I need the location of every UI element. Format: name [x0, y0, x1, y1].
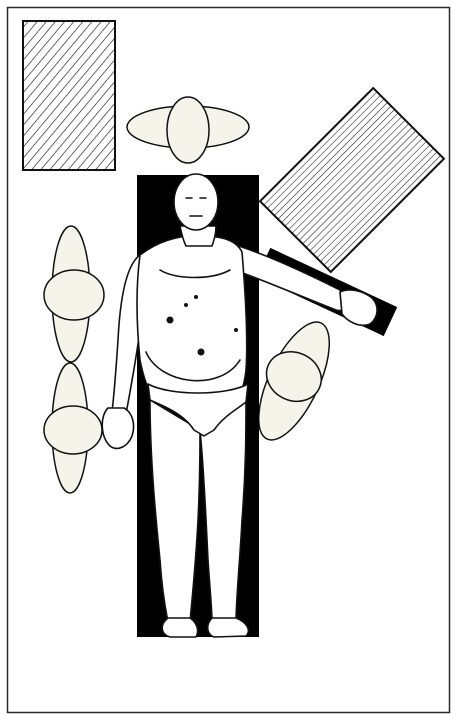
instrument-table-left: [23, 21, 115, 170]
port-site-5: [198, 349, 205, 356]
port-site-3: [194, 295, 198, 299]
patient-torso: [137, 236, 247, 404]
port-site-2: [184, 303, 188, 307]
patient-right-foot: [208, 618, 249, 637]
port-site-1: [167, 317, 174, 324]
patient-head: [174, 174, 218, 230]
patient-left-foot: [162, 618, 197, 637]
port-site-4: [234, 328, 238, 332]
patient-left-hand: [102, 408, 133, 448]
